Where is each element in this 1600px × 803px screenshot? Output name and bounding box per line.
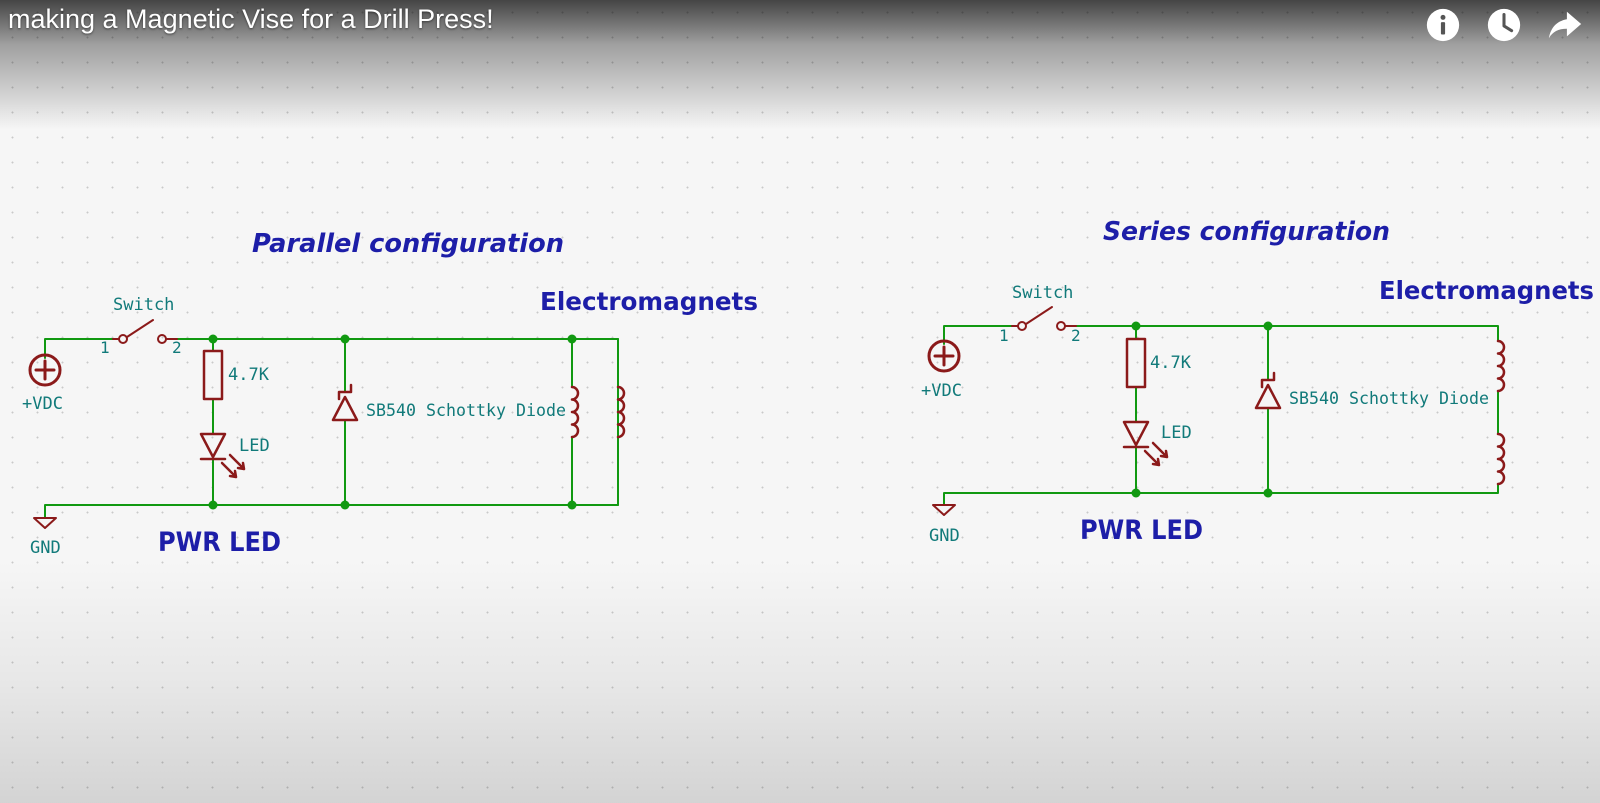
parallel-electromagnet-1 [570,385,580,439]
series-pwr-led-label: PWR LED [1080,515,1203,546]
series-junctions [1131,321,1273,498]
series-resistor-value: 4.7K [1150,353,1192,373]
series-switch-pin2: 2 [1071,326,1081,345]
series-gnd-symbol [932,504,956,516]
series-switch-pin1: 1 [999,326,1009,345]
parallel-wires [44,338,619,519]
series-electromagnet-1 [1496,339,1506,393]
parallel-diode-label: SB540 Schottky Diode [366,401,566,421]
series-switch [1011,306,1077,331]
video-title[interactable]: making a Magnetic Vise for a Drill Press… [8,4,494,34]
series-circuit [927,306,1506,516]
clock-icon [1487,8,1521,42]
parallel-pwr-led-label: PWR LED [158,527,281,558]
parallel-gnd-symbol [33,517,57,529]
series-diode-label: SB540 Schottky Diode [1289,389,1489,409]
share-arrow-icon [1548,11,1582,39]
parallel-switch [112,319,178,344]
series-electromagnet-2 [1496,432,1506,486]
parallel-resistor [202,349,224,401]
info-button[interactable] [1424,6,1462,44]
parallel-led [199,432,246,479]
parallel-vdc-symbol [28,353,62,387]
parallel-circuit [28,319,626,529]
series-vdc-symbol [927,339,961,373]
series-led-label: LED [1161,423,1192,443]
series-electromagnets-label: Electromagnets [1379,276,1594,305]
watch-later-button[interactable] [1485,6,1523,44]
parallel-junctions [208,334,577,510]
parallel-led-label: LED [239,436,270,456]
series-vdc-label: +VDC [921,381,962,401]
share-button[interactable] [1546,6,1584,44]
info-icon [1426,8,1460,42]
parallel-switch-pin2: 2 [172,338,182,357]
parallel-switch-label: Switch [113,295,174,315]
series-switch-label: Switch [1012,283,1073,303]
series-heading: Series configuration [1103,217,1390,247]
series-resistor [1125,337,1147,389]
parallel-vdc-label: +VDC [22,394,63,414]
parallel-resistor-value: 4.7K [228,365,270,385]
parallel-electromagnets-label: Electromagnets [540,287,758,316]
series-wires [943,325,1499,506]
parallel-gnd-label: GND [30,538,61,558]
parallel-heading: Parallel configuration [252,229,564,259]
parallel-switch-pin1: 1 [100,338,110,357]
series-gnd-label: GND [929,526,960,546]
